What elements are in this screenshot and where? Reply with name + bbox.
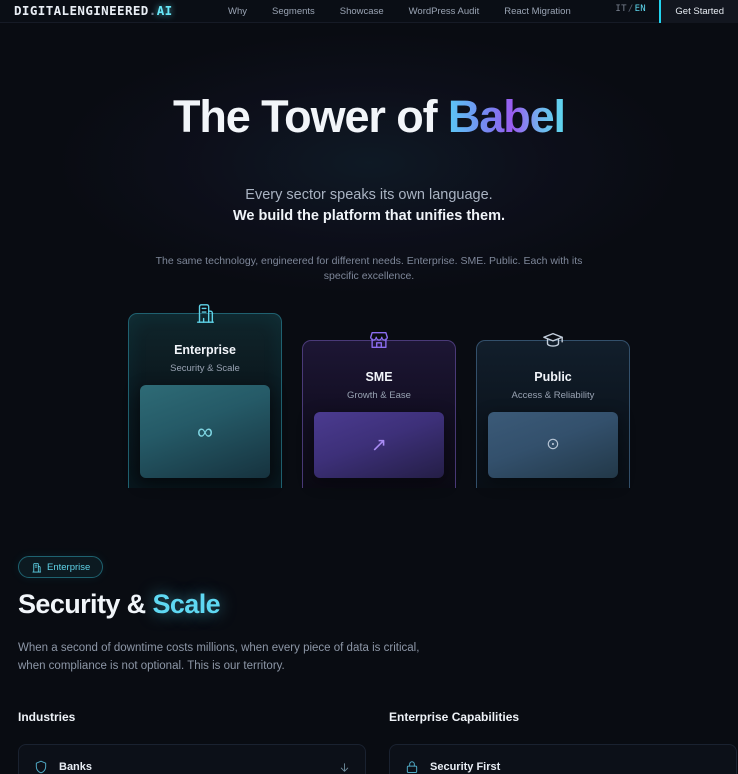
card-sme-subtitle: Growth & Ease <box>347 390 411 401</box>
segment-title-accent: Scale <box>152 589 221 619</box>
card-enterprise-subtitle: Security & Scale <box>170 363 240 374</box>
hero-subtitle-line-1: Every sector speaks its own language. <box>245 187 493 203</box>
card-sme[interactable]: SME Growth & Ease ↗ <box>302 331 456 488</box>
nav-link-showcase[interactable]: Showcase <box>339 6 384 17</box>
get-started-label: Get Started <box>675 6 724 17</box>
hero-description: The same technology, engineered for diff… <box>155 255 583 283</box>
site-logo[interactable]: DIGITALENGINEERED.AI <box>14 3 173 18</box>
segment-title: Security & Scale <box>18 589 221 620</box>
card-public[interactable]: Public Access & Reliability ⊙ <box>476 332 630 488</box>
nav-links: Why Segments Showcase WordPress Audit Re… <box>228 0 571 23</box>
list-item-security-first-label: Security First <box>430 761 501 773</box>
page-title: The Tower of Babel <box>0 94 738 139</box>
language-switcher: IT/EN <box>615 4 646 14</box>
card-public-panel: ⊙ <box>488 412 618 478</box>
card-sme-panel: ↗ <box>314 412 444 478</box>
shield-icon <box>33 759 49 774</box>
segment-title-plain: Security & <box>18 589 153 619</box>
infinity-icon: ∞ <box>197 418 213 444</box>
card-enterprise[interactable]: Enterprise Security & Scale ∞ <box>128 304 282 488</box>
nav-link-wordpress-audit[interactable]: WordPress Audit <box>408 6 480 17</box>
card-enterprise-title: Enterprise <box>174 343 236 357</box>
segment-description: When a second of downtime costs millions… <box>18 642 420 673</box>
status-badge-label: Enterprise <box>47 561 91 573</box>
top-navigation-bar: DIGITALENGINEERED.AI Why Segments Showca… <box>0 0 738 23</box>
building-icon <box>31 562 42 573</box>
industries-heading: Industries <box>18 710 76 724</box>
page-title-accent: Babel <box>447 91 566 142</box>
graduation-cap-icon <box>541 328 565 352</box>
logo-dot: . <box>148 3 157 18</box>
language-option-it[interactable]: IT <box>615 4 627 14</box>
store-icon <box>367 328 391 352</box>
card-public-title: Public <box>534 370 572 384</box>
nav-link-segments[interactable]: Segments <box>272 6 315 17</box>
card-public-subtitle: Access & Reliability <box>511 390 595 401</box>
get-started-button[interactable]: Get Started <box>659 0 738 23</box>
list-item-security-first[interactable]: Security First <box>389 744 737 774</box>
arrow-up-right-icon: ↗ <box>371 434 387 456</box>
logo-ai-suffix: AI <box>156 3 173 18</box>
segment-cards: Enterprise Security & Scale ∞ SME Growth… <box>0 304 738 493</box>
target-dot-icon: ⊙ <box>546 436 560 453</box>
nav-link-why[interactable]: Why <box>228 6 247 17</box>
logo-main-text: DIGITALENGINEERED <box>14 3 149 18</box>
nav-link-react-migration[interactable]: React Migration <box>504 6 571 17</box>
list-item-banks[interactable]: Banks <box>18 744 366 774</box>
card-enterprise-panel: ∞ <box>140 385 270 478</box>
status-badge[interactable]: Enterprise <box>18 556 104 578</box>
capabilities-heading: Enterprise Capabilities <box>389 710 520 724</box>
building-icon <box>193 301 217 325</box>
card-sme-title: SME <box>365 370 393 384</box>
list-item-banks-label: Banks <box>59 761 93 773</box>
lock-icon <box>404 759 420 774</box>
page-title-plain: The Tower of <box>173 91 448 142</box>
language-separator: / <box>627 4 634 14</box>
language-option-en[interactable]: EN <box>634 4 646 14</box>
arrow-down-icon[interactable] <box>338 761 351 774</box>
hero-subtitle-line-2: We build the platform that unifies them. <box>232 208 506 224</box>
